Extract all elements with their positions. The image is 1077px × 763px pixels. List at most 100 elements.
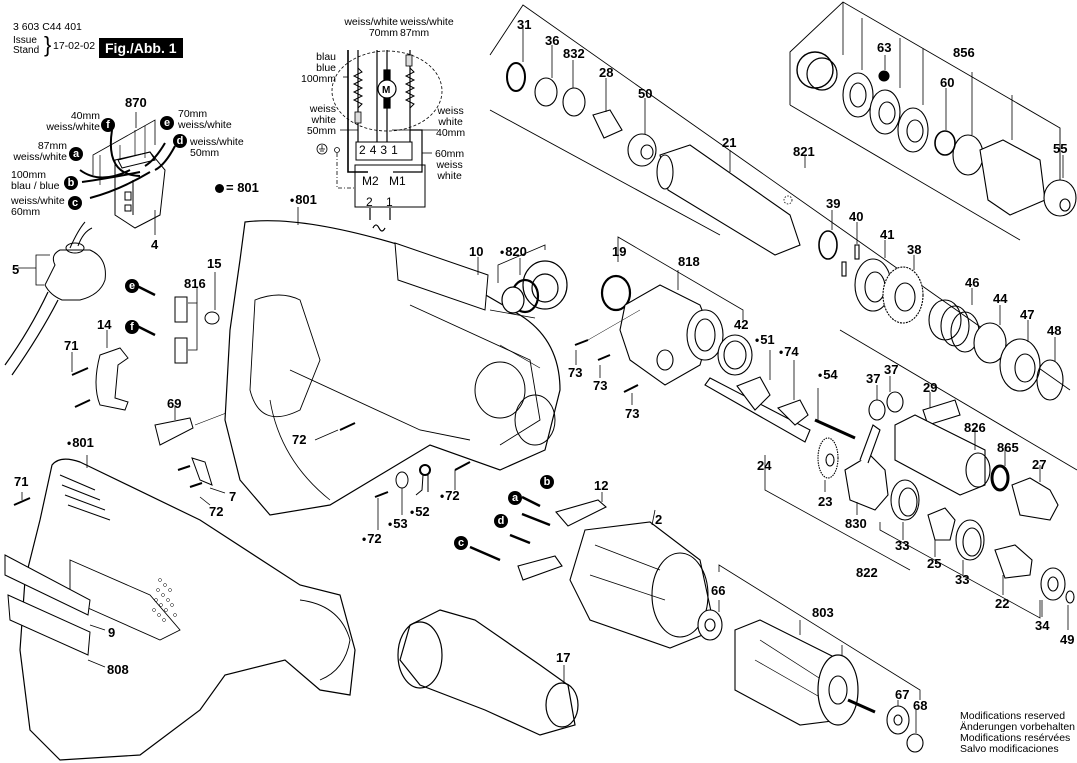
part-label-870[interactable]: 870 (125, 95, 147, 110)
legend-dot-icon (215, 184, 224, 194)
part-label-24[interactable]: 24 (757, 458, 772, 473)
part-label-7[interactable]: 7 (229, 489, 237, 504)
part-label-36[interactable]: 36 (545, 33, 560, 48)
part-label-55[interactable]: 55 (1053, 141, 1068, 156)
part-label-2[interactable]: 2 (655, 512, 663, 527)
part-label-37[interactable]: 37 (884, 362, 899, 377)
part-label-67[interactable]: 67 (895, 687, 910, 702)
part-label-816[interactable]: 816 (184, 276, 206, 291)
part-label-38[interactable]: 38 (907, 242, 922, 257)
part-label-60[interactable]: 60 (940, 75, 955, 90)
part-label-21[interactable]: 21 (722, 135, 737, 150)
part-label-27[interactable]: 27 (1032, 457, 1047, 472)
part-label-14[interactable]: 14 (97, 317, 112, 332)
wire-color-en: white (438, 116, 463, 128)
part-label-801[interactable]: 801 (67, 436, 94, 450)
part-label-17[interactable]: 17 (556, 650, 571, 665)
spindle-group (489, 4, 841, 256)
part-label-66[interactable]: 66 (711, 583, 726, 598)
part-label-822[interactable]: 822 (856, 565, 878, 580)
part-label-72[interactable]: 72 (209, 504, 224, 519)
part-label-41[interactable]: 41 (880, 227, 895, 242)
part-label-818[interactable]: 818 (678, 254, 700, 269)
part-label-73[interactable]: 73 (568, 365, 583, 380)
part-label-63[interactable]: 63 (877, 40, 892, 55)
part-label-46[interactable]: 46 (965, 275, 980, 290)
part-label-830[interactable]: 830 (845, 516, 867, 531)
wire-top-left: weiss/white 70mm (328, 17, 398, 39)
part-label-47[interactable]: 47 (1020, 307, 1035, 322)
part-label-820[interactable]: 820 (500, 245, 527, 259)
wire-letter-f: f (101, 118, 115, 132)
note-line-fr: Modifications resérvées (960, 732, 1071, 744)
part-label-72[interactable]: 72 (292, 432, 307, 447)
part-label-49[interactable]: 49 (1060, 632, 1075, 647)
part-label-19[interactable]: 19 (612, 244, 627, 259)
part-label-42[interactable]: 42 (734, 317, 749, 332)
part-label-856[interactable]: 856 (953, 45, 975, 60)
part-label-71[interactable]: 71 (64, 338, 79, 353)
part-label-72[interactable]: 72 (440, 489, 459, 503)
part-label-54[interactable]: 54 (818, 368, 837, 382)
wire-label-a: 87mm weiss/white (5, 141, 67, 163)
wire-length: 100mm (11, 169, 47, 181)
part-label-73[interactable]: 73 (593, 378, 608, 393)
issue-label-en: Issue (13, 35, 37, 46)
part-label-826[interactable]: 826 (964, 420, 986, 435)
part-label-73[interactable]: 73 (625, 406, 640, 421)
part-label-808[interactable]: 808 (107, 662, 129, 677)
housing-shell (4, 455, 356, 761)
legend-text: = 801 (226, 180, 259, 195)
terminal: 3 (380, 143, 392, 157)
part-label-51[interactable]: 51 (755, 333, 774, 347)
part-label-15[interactable]: 15 (207, 256, 222, 271)
part-label-39[interactable]: 39 (826, 196, 841, 211)
wire-length: 100mm (300, 73, 336, 85)
wire-color-en: white (311, 114, 336, 126)
part-label-4[interactable]: 4 (151, 237, 159, 252)
part-label-44[interactable]: 44 (993, 291, 1008, 306)
part-label-31[interactable]: 31 (517, 17, 532, 32)
terminal: 4 (369, 143, 381, 157)
part-label-71[interactable]: 71 (14, 474, 29, 489)
part-label-37[interactable]: 37 (866, 371, 881, 386)
part-label-28[interactable]: 28 (599, 65, 614, 80)
part-label-9[interactable]: 9 (108, 625, 116, 640)
part-label-40[interactable]: 40 (849, 209, 864, 224)
part-label-803[interactable]: 803 (812, 605, 834, 620)
motor-symbol: M (382, 85, 391, 96)
wire-length: 70mm (178, 108, 208, 120)
part-label-25[interactable]: 25 (927, 556, 942, 571)
chuck-group (789, 1, 1077, 241)
part-label-5[interactable]: 5 (12, 262, 20, 277)
issue-date: 17-02-02 (53, 40, 96, 52)
part-label-821[interactable]: 821 (793, 144, 815, 159)
brush-letter-a: a (508, 491, 522, 505)
part-label-865[interactable]: 865 (997, 440, 1019, 455)
wire-length: 87mm (400, 27, 430, 39)
part-label-53[interactable]: 53 (388, 517, 407, 531)
part-label-12[interactable]: 12 (594, 478, 609, 493)
part-label-50[interactable]: 50 (638, 86, 653, 101)
wire-top-right: weiss/white 87mm (400, 17, 454, 39)
part-label-801[interactable]: 801 (290, 193, 317, 207)
part-label-832[interactable]: 832 (563, 46, 585, 61)
part-label-22[interactable]: 22 (995, 596, 1010, 611)
brush-letter-c: c (454, 536, 468, 550)
legend: = 801 (215, 181, 259, 194)
part-label-74[interactable]: 74 (779, 345, 798, 359)
part-label-33[interactable]: 33 (895, 538, 910, 553)
wire-color: weiss/white (190, 136, 244, 148)
part-label-29[interactable]: 29 (923, 380, 938, 395)
part-label-33[interactable]: 33 (955, 572, 970, 587)
part-label-68[interactable]: 68 (913, 698, 928, 713)
part-label-23[interactable]: 23 (818, 494, 833, 509)
part-label-48[interactable]: 48 (1047, 323, 1062, 338)
part-label-52[interactable]: 52 (410, 505, 429, 519)
part-label-34[interactable]: 34 (1035, 618, 1050, 633)
part-label-10[interactable]: 10 (469, 244, 484, 259)
part-label-69[interactable]: 69 (167, 396, 182, 411)
modifications-note: Modifications reserved Änderungen vorbeh… (960, 711, 1075, 755)
part-label-72[interactable]: 72 (362, 532, 381, 546)
